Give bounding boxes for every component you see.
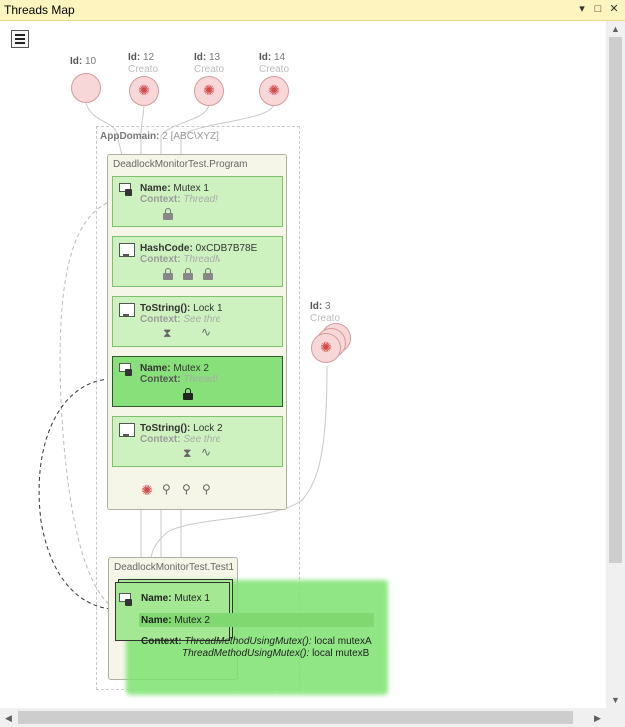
running-thread-icon: ✺: [138, 82, 150, 98]
mutex-2-row: [139, 613, 374, 627]
scroll-left-icon[interactable]: ◀: [5, 713, 12, 723]
thread-12-node[interactable]: ✺: [129, 76, 159, 106]
running-thread-icon: ✺: [268, 82, 280, 98]
pulse-icon: ∿: [201, 445, 212, 459]
dropdown-icon[interactable]: ▾: [579, 3, 585, 15]
appdomain-label: AppDomain: 2 [ABC\XYZ]: [100, 131, 219, 142]
hourglass-icon: ⧗: [183, 446, 192, 460]
close-icon[interactable]: ✕: [609, 3, 619, 15]
monitor-icon: [119, 243, 135, 257]
program-class-title: DeadlockMonitorTest.Program: [113, 159, 248, 170]
wait-icon: ⚲: [202, 482, 211, 496]
title-bar: Threads Map ▾ □ ✕: [0, 0, 625, 21]
item-mutex-2[interactable]: Name: Mutex 2 Context: Thread!: [112, 356, 283, 407]
thread-10-label: Id: 10: [70, 56, 97, 67]
thread-10-node[interactable]: [71, 73, 101, 103]
detail-context-2: ThreadMethodUsingMutex(): local mutexB: [182, 648, 370, 659]
pulse-icon: ∿: [201, 325, 212, 339]
running-thread-icon: ✺: [320, 339, 332, 355]
item-hashcode[interactable]: HashCode: 0xCDB7B78E Context: ThreadMeth…: [112, 236, 283, 287]
thread-3-node[interactable]: ✺: [311, 333, 341, 363]
scroll-right-icon[interactable]: ▶: [594, 713, 601, 723]
detail-context-1: Context: ThreadMethodUsingMutex(): local…: [141, 636, 372, 647]
maximize-icon[interactable]: □: [594, 3, 602, 15]
running-thread-icon: ✺: [203, 82, 215, 98]
lock-icon: [183, 268, 193, 280]
lock-icon: [203, 268, 213, 280]
lock-icon: [163, 208, 173, 220]
thread-13-node[interactable]: ✺: [194, 76, 224, 106]
horizontal-scrollbar[interactable]: ◀ ▶: [0, 708, 606, 727]
menu-icon[interactable]: [11, 30, 29, 48]
wait-icon: ⚲: [162, 482, 171, 496]
monitor-icon: [119, 423, 135, 437]
test1-class-title: DeadlockMonitorTest.Test1: [114, 562, 235, 573]
item-lock-1[interactable]: ToString(): Lock 1 Context: See thread ⧗…: [112, 296, 283, 347]
scrollbar-corner: [606, 708, 625, 727]
vertical-scrollbar[interactable]: ▲ ▼: [606, 21, 625, 708]
thread-gear-icon: ✺: [141, 482, 153, 498]
mutex-icon: [119, 183, 135, 197]
scroll-up-icon[interactable]: ▲: [611, 24, 620, 34]
hourglass-icon: ⧗: [163, 326, 172, 340]
detail-name-1: Name: Mutex 1: [141, 593, 210, 604]
wait-icon: ⚲: [182, 482, 191, 496]
monitor-icon: [119, 303, 135, 317]
mutex-icon: [119, 363, 135, 377]
lock-icon: [183, 388, 193, 400]
scroll-down-icon[interactable]: ▼: [611, 695, 620, 705]
vertical-scroll-thumb[interactable]: [609, 37, 622, 563]
mutex-icon: [119, 593, 133, 607]
detail-name-2: Name: Mutex 2: [141, 615, 210, 626]
lock-icon: [163, 268, 173, 280]
thread-14-node[interactable]: ✺: [259, 76, 289, 106]
horizontal-scroll-thumb[interactable]: [18, 711, 573, 724]
item-mutex-1[interactable]: Name: Mutex 1 Context: Thread!: [112, 176, 283, 227]
item-lock-2[interactable]: ToString(): Lock 2 Context: See thread ⧗…: [112, 416, 283, 467]
mutex-stack-front[interactable]: [115, 582, 230, 641]
window-title: Threads Map: [4, 3, 75, 17]
